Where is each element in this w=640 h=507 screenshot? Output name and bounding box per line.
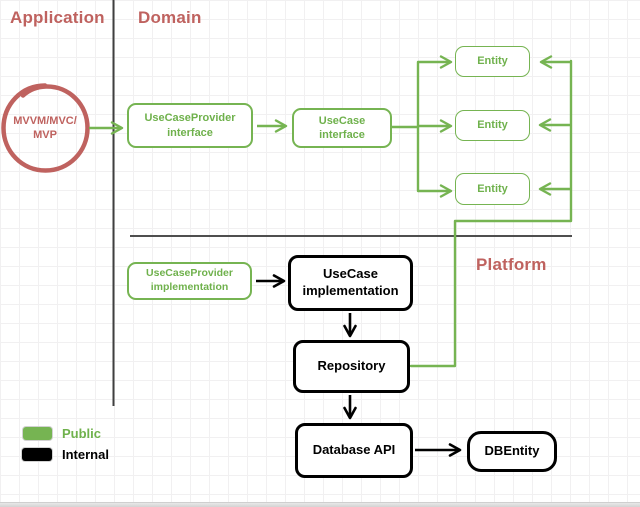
node-usecase-implementation: UseCase implementation <box>288 255 413 311</box>
platform-layer-title: Platform <box>476 255 547 274</box>
node-usecase-provider-interface: UseCaseProvider interface <box>127 103 253 148</box>
node-usecase-interface: UseCase interface <box>292 108 392 148</box>
legend-public-label: Public <box>62 426 102 441</box>
node-entity-2: Entity <box>455 110 530 141</box>
legend-internal-label: Internal <box>62 447 109 462</box>
node-entity-3: Entity <box>455 173 530 205</box>
presentation-pattern-label: MVVM/MVC/ MVP <box>13 115 77 142</box>
node-database-api: Database API <box>295 423 413 478</box>
entity-fanout-trunk <box>390 60 420 193</box>
node-usecase-provider-implementation: UseCaseProvider implementation <box>127 262 252 300</box>
legend-internal-swatch <box>22 448 52 461</box>
node-repository: Repository <box>293 340 410 393</box>
application-layer-title: Application <box>10 8 105 27</box>
node-dbentity: DBEntity <box>467 431 557 472</box>
domain-layer-title: Domain <box>138 8 202 27</box>
canvas-bottom-edge <box>0 502 640 507</box>
legend-public-swatch <box>23 427 52 440</box>
repository-to-entities-trunk <box>409 59 573 368</box>
presentation-pattern-circle <box>1 83 90 173</box>
node-entity-1: Entity <box>455 46 530 77</box>
